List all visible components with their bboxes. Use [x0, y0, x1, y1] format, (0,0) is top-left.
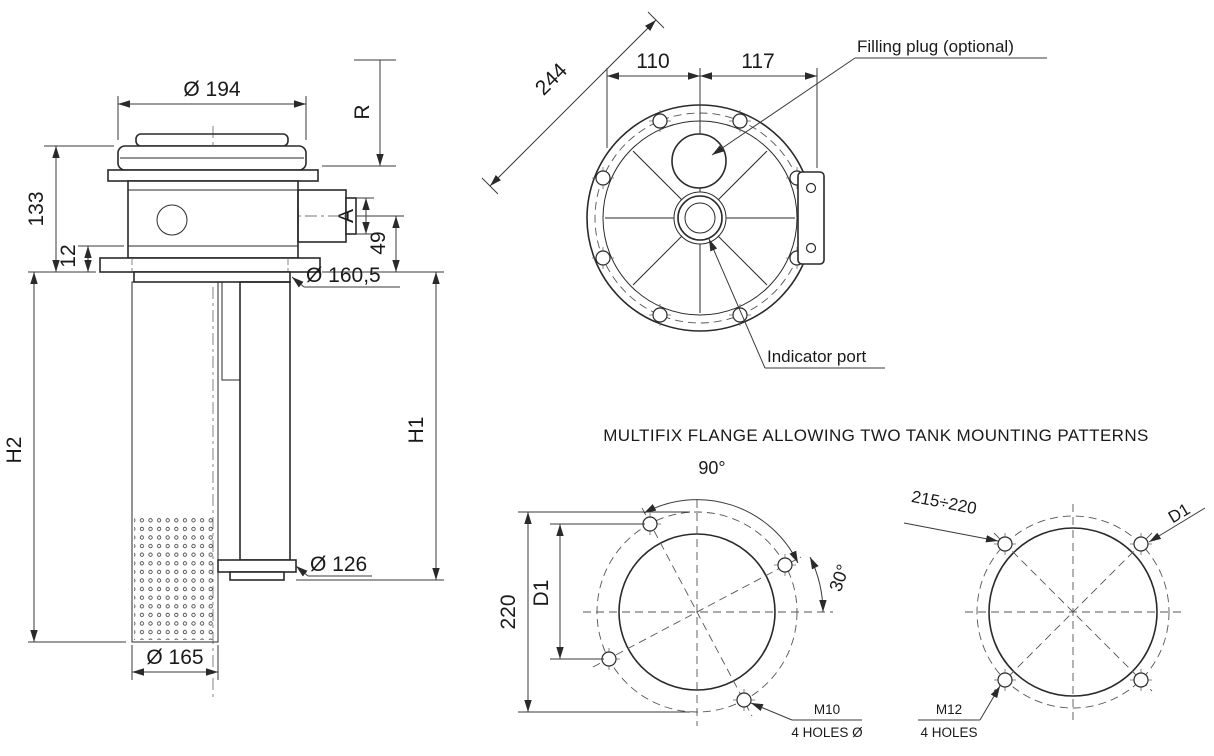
m12-holes-label: 4 HOLES — [920, 725, 977, 740]
indicator-port-label: Indicator port — [767, 347, 866, 366]
dim-110-label: 110 — [636, 50, 669, 73]
m12-label: M12 — [936, 702, 962, 717]
pattern2-d1-label: D1 — [1165, 500, 1193, 527]
dim-12-label: 12 — [57, 244, 80, 267]
m10-label: M10 — [814, 702, 840, 717]
dim-117-label: 117 — [741, 50, 774, 73]
angle-30-label: 30° — [825, 562, 853, 594]
dim-h2-label: H2 — [3, 437, 26, 464]
range-215-220-label: 215÷220 — [910, 487, 978, 518]
dim-126-label: Ø 126 — [310, 553, 367, 576]
filter-element — [239, 281, 291, 561]
dim-160-label: Ø 160,5 — [306, 264, 381, 287]
dim-244-label: 244 — [531, 59, 572, 100]
head-internal-detail — [156, 204, 188, 236]
m10-holes-label: 4 HOLES Ø — [791, 725, 863, 740]
dim-194-label: Ø 194 — [183, 78, 241, 101]
element-end-step — [229, 571, 285, 581]
basket-perforation — [134, 516, 216, 640]
top-view: 110 117 244 Filling plug (optional) Indi… — [481, 11, 1047, 369]
port-tab-hole-bottom — [805, 242, 817, 254]
dim-165-label: Ø 165 — [146, 646, 203, 669]
dim-h1-label: H1 — [405, 417, 428, 444]
dim-220-label: 220 — [497, 594, 520, 629]
inner-tube — [221, 281, 241, 381]
dim-a-label: A — [335, 209, 358, 223]
mounting-pattern-2: 215÷220 D1 M12 4 HOLES — [903, 487, 1206, 740]
pattern2-pilot-circle — [988, 527, 1158, 697]
hub-circle — [673, 191, 727, 245]
dim-d1-label: D1 — [530, 580, 553, 607]
pattern2-bolt-circle — [976, 515, 1170, 709]
pattern2-holes — [994, 533, 1152, 691]
port-tab-hole-top — [805, 182, 817, 194]
port-tab — [797, 171, 825, 265]
filling-plug-label: Filling plug (optional) — [857, 37, 1014, 56]
cap-rim — [107, 169, 319, 182]
dim-49-label: 49 — [367, 231, 390, 254]
filling-plug — [671, 133, 727, 189]
mounting-pattern-1: 90° 30° 220 D1 M10 4 HOLES Ø — [497, 458, 863, 740]
mounting-flange — [99, 257, 321, 273]
dim-133-label: 133 — [25, 191, 48, 226]
element-end-cap — [217, 559, 297, 573]
flange-collar — [133, 271, 291, 283]
side-view: Ø 194 R 133 12 A 49 Ø 160,5 H2 — [3, 59, 444, 700]
indicator-port-outer — [677, 195, 723, 241]
angle-90-label: 90° — [698, 458, 725, 478]
strainer-basket — [131, 281, 219, 643]
cap-knurl — [135, 133, 289, 147]
mounting-heading: MULTIFIX FLANGE ALLOWING TWO TANK MOUNTI… — [603, 426, 1149, 445]
dim-r-label: R — [351, 104, 374, 119]
indicator-port-inner — [684, 202, 716, 234]
